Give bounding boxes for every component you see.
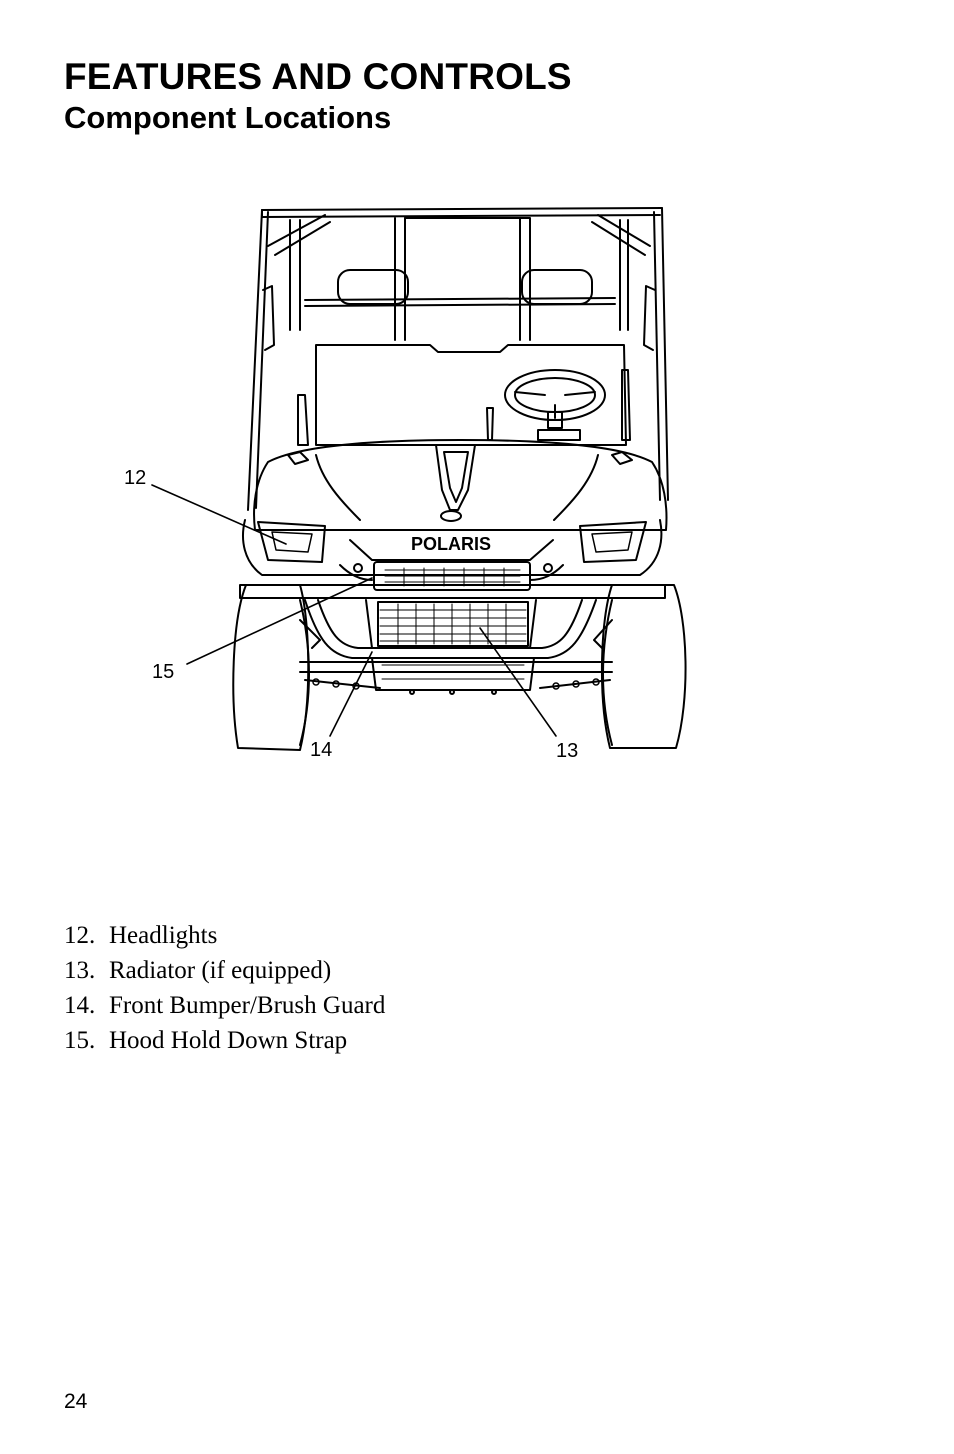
callout-12: 12 bbox=[124, 467, 146, 489]
callout-leaders bbox=[151, 484, 557, 737]
upper-grille bbox=[384, 567, 521, 587]
headlights bbox=[257, 521, 647, 563]
page-title: FEATURES AND CONTROLS bbox=[64, 56, 572, 97]
left-tire bbox=[232, 584, 310, 751]
legend-item: 12. Headlights bbox=[64, 918, 385, 953]
seats bbox=[289, 217, 629, 341]
legend-number: 14. bbox=[64, 992, 96, 1019]
legend-item: 14. Front Bumper/Brush Guard bbox=[64, 988, 385, 1023]
radiator bbox=[377, 601, 529, 647]
callout-15: 15 bbox=[152, 661, 174, 683]
roll-cage bbox=[247, 207, 669, 511]
legend-number: 13. bbox=[64, 957, 96, 984]
skid-plate bbox=[371, 657, 535, 695]
component-legend: 12. Headlights 13. Radiator (if equipped… bbox=[64, 918, 385, 1058]
front-fascia bbox=[242, 519, 663, 576]
legend-item: 13. Radiator (if equipped) bbox=[64, 953, 385, 988]
brand-logo: POLARIS bbox=[411, 534, 491, 554]
legend-label: Radiator (if equipped) bbox=[109, 957, 332, 984]
callout-13: 13 bbox=[556, 740, 578, 762]
right-tire bbox=[600, 584, 687, 749]
steering-wheel bbox=[504, 369, 606, 441]
page-number: 24 bbox=[64, 1390, 88, 1413]
legend-label: Front Bumper/Brush Guard bbox=[109, 992, 386, 1019]
legend-number: 15. bbox=[64, 1027, 96, 1054]
shift-lever bbox=[486, 407, 494, 441]
section-subtitle: Component Locations bbox=[64, 100, 392, 135]
legend-label: Headlights bbox=[109, 922, 218, 949]
legend-number: 12. bbox=[64, 922, 96, 949]
windshield-frame bbox=[315, 344, 627, 446]
legend-item: 15. Hood Hold Down Strap bbox=[64, 1023, 385, 1058]
legend-label: Hood Hold Down Strap bbox=[109, 1027, 348, 1054]
callout-14: 14 bbox=[310, 739, 332, 761]
hood bbox=[253, 439, 668, 531]
vehicle-front-illustration: POLARIS 12 15 14 13 bbox=[100, 195, 720, 795]
